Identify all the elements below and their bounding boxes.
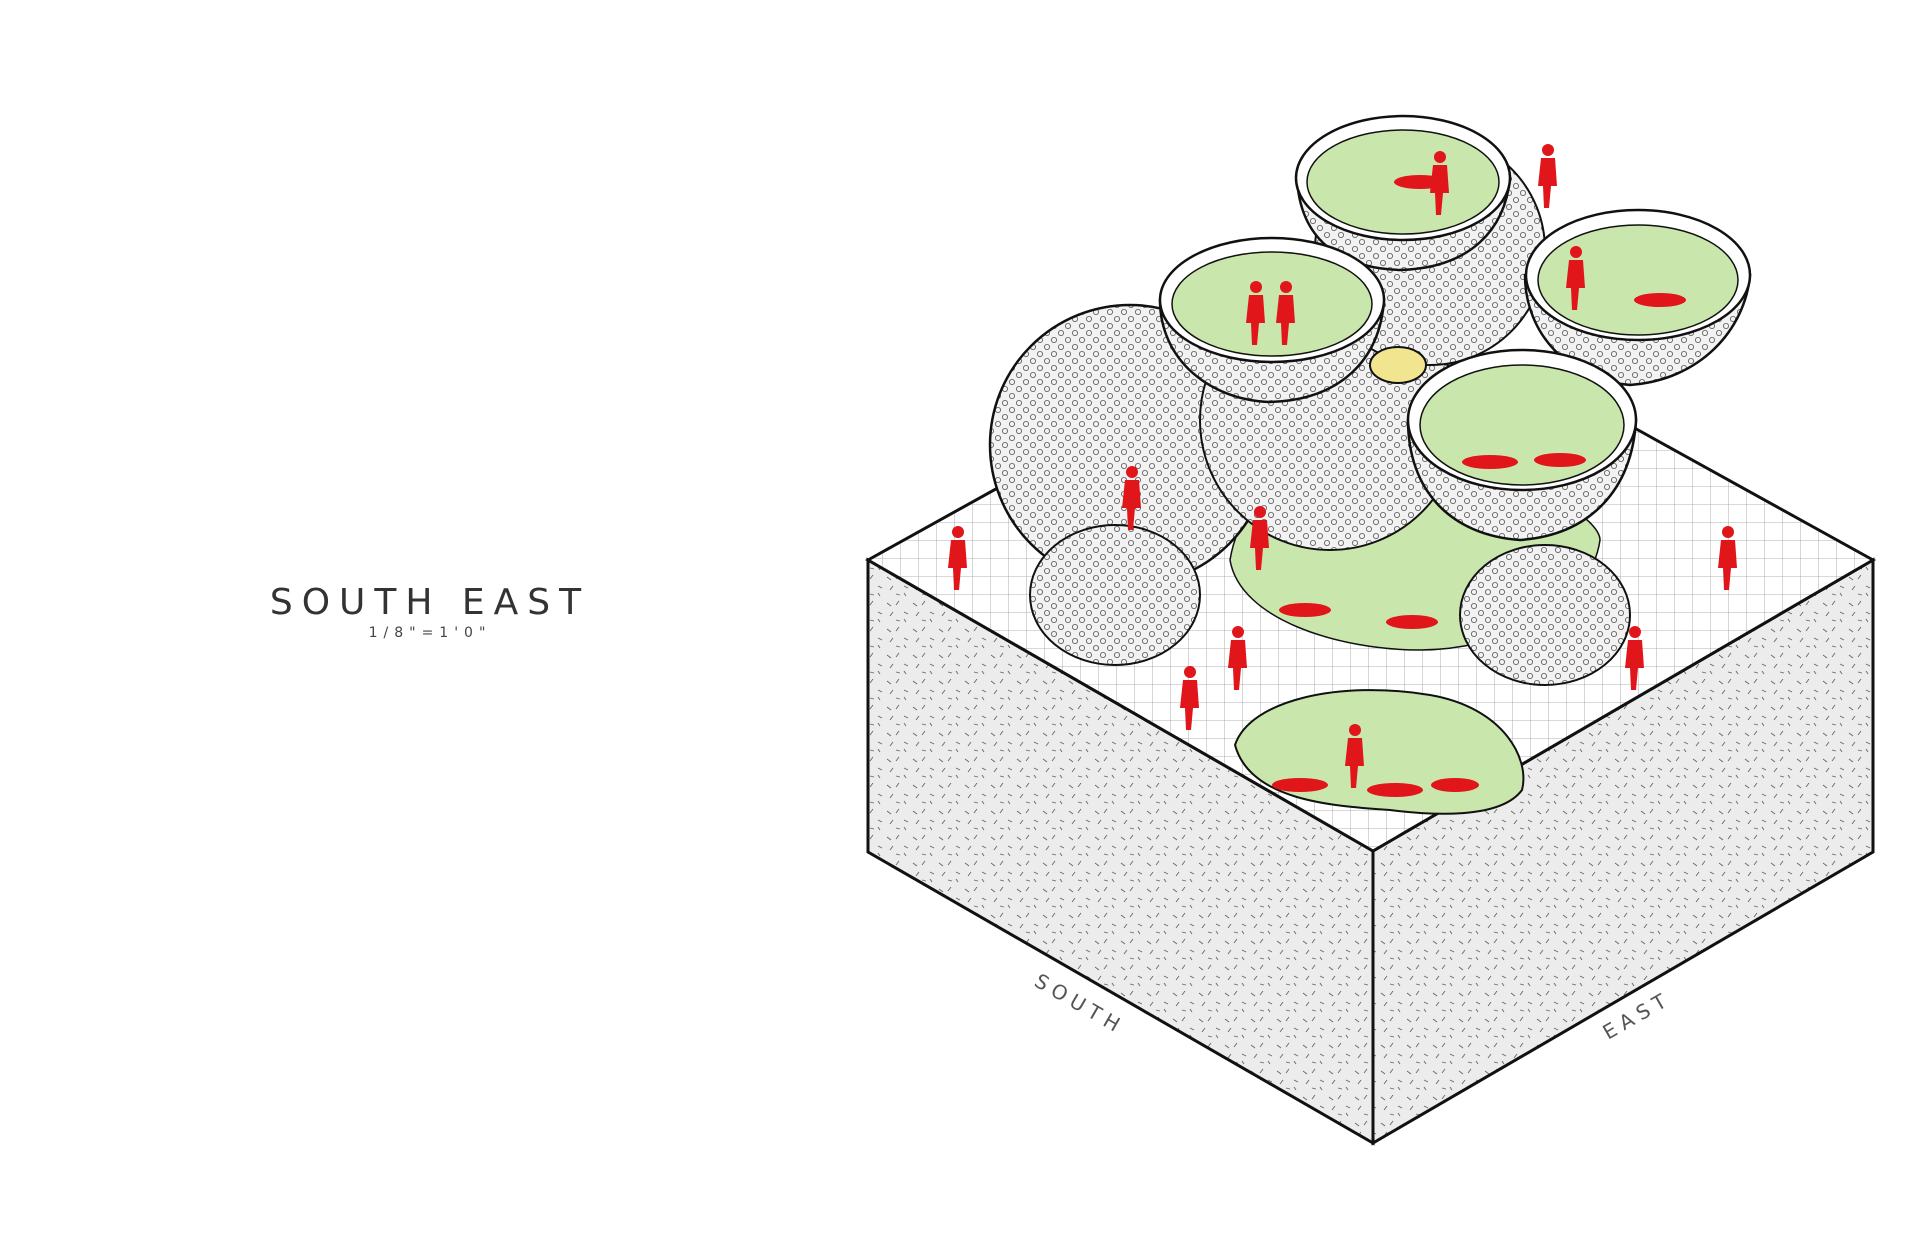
human-figure [1246, 281, 1265, 345]
reclining-figure [1634, 293, 1686, 307]
human-figure [1276, 281, 1295, 345]
bowl-right [1523, 208, 1752, 387]
reclining-figure [1394, 175, 1446, 189]
human-figure [1538, 144, 1557, 208]
human-figure [1718, 526, 1737, 590]
human-figures [948, 144, 1737, 797]
reclining-figure [1279, 603, 1331, 617]
bowl-left [1158, 236, 1386, 404]
reclining-figure [1462, 455, 1518, 469]
view-title: SOUTH EAST [269, 582, 591, 623]
human-figure [1122, 466, 1141, 530]
sphere-small-right [1459, 544, 1631, 686]
reclining-figure [1534, 453, 1586, 467]
reclining-figure [1386, 615, 1438, 629]
reclining-figure [1272, 778, 1328, 792]
human-figure [1566, 246, 1585, 310]
human-figure [1345, 724, 1364, 788]
human-figure [1180, 666, 1199, 730]
reclining-figure [1431, 778, 1479, 792]
reclining-figure [1367, 783, 1423, 797]
human-figure [1228, 626, 1247, 690]
human-figure [1250, 506, 1269, 570]
sphere-small-left [1029, 524, 1201, 666]
human-figure [1625, 626, 1644, 690]
scale-note: 1/8"=1'0" [368, 625, 492, 641]
oculus-opening [1369, 346, 1427, 384]
view-title-block: SOUTH EAST 1/8"=1'0" [210, 582, 650, 642]
human-figure [948, 526, 967, 590]
